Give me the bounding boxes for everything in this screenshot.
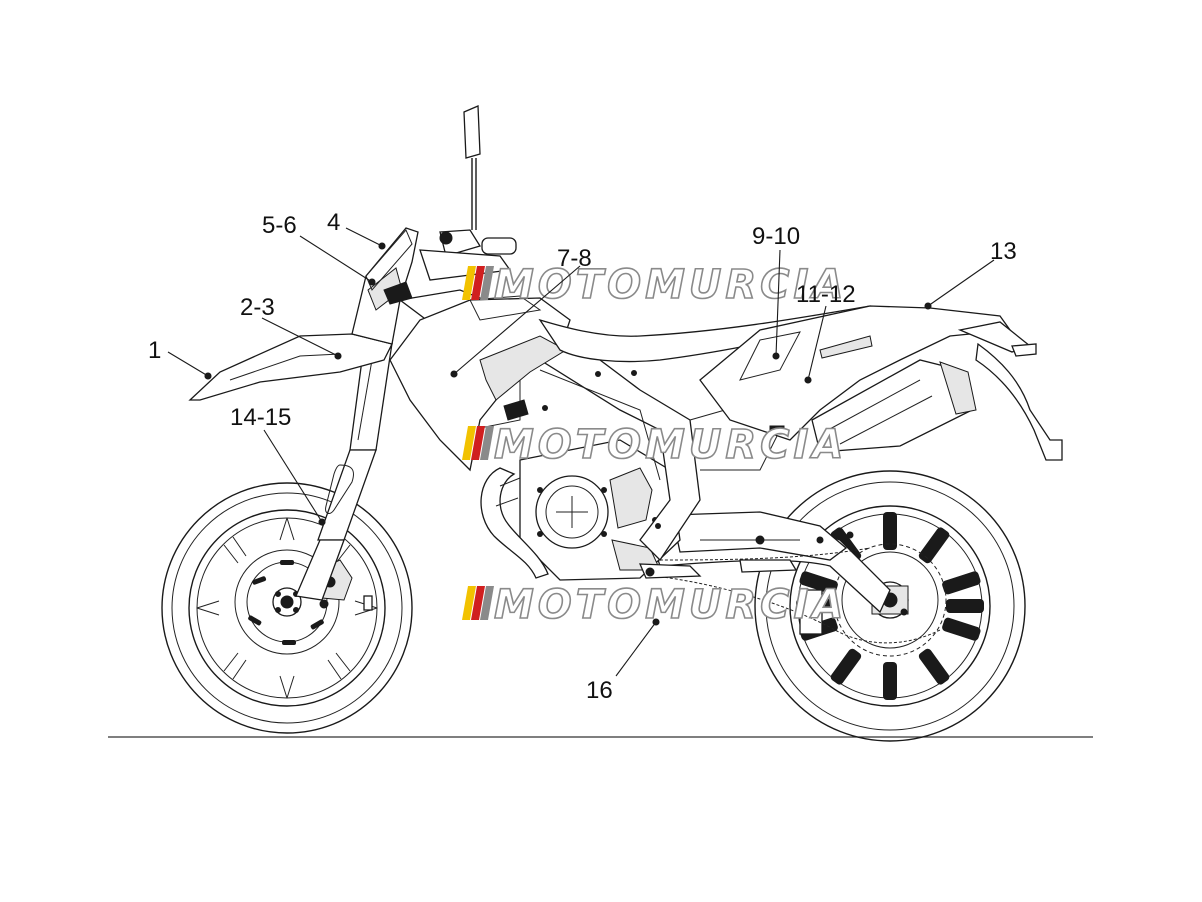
watermark-text-bottom: MOTOMURCIA: [494, 582, 847, 628]
callout-9-10: 9-10: [752, 223, 800, 250]
callout-labels: 1 2-3 5-6 4 7-8 9-10 11-12 13 14-15 16: [148, 209, 1017, 704]
callout-11-12: 11-12: [796, 281, 856, 308]
callout-7-8: 7-8: [557, 245, 592, 272]
watermark-stripes: [462, 426, 494, 460]
callout-4: 4: [327, 209, 340, 236]
callout-13: 13: [990, 238, 1017, 265]
callout-1: 1: [148, 337, 161, 364]
watermark-text-middle: MOTOMURCIA: [494, 422, 847, 468]
engine: [480, 439, 681, 581]
footpegs: [638, 559, 798, 579]
front-fender: [188, 333, 393, 401]
watermark-stripes: [462, 266, 494, 300]
callout-5-6: 5-6: [262, 212, 297, 239]
callout-16: 16: [586, 677, 613, 704]
motorcycle-drawing: [161, 105, 1063, 742]
headlight-cowl: [351, 227, 419, 345]
callout-14-15: 14-15: [230, 404, 291, 431]
callout-leaders: [167, 227, 995, 677]
watermark: MOTOMURCIA MOTOMURCIA MOTOMURCIA: [462, 261, 847, 629]
rear-bodywork: [699, 305, 1063, 461]
watermark-text-top: MOTOMURCIA: [494, 262, 847, 308]
callout-2-3: 2-3: [240, 294, 275, 321]
tank-bodywork: [389, 295, 571, 472]
front-wheel: [161, 482, 413, 734]
swingarm-chain: [644, 511, 941, 644]
watermark-stripes: [462, 586, 494, 620]
